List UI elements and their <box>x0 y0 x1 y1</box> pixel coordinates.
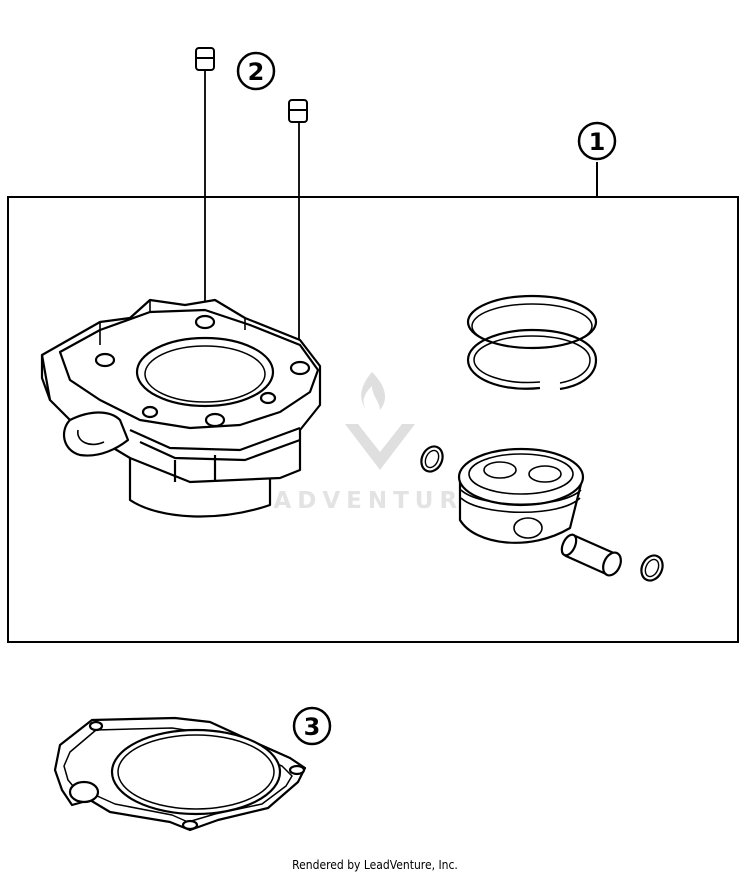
piston-ring-upper[interactable] <box>466 294 598 350</box>
callout-3-number: 3 <box>304 713 321 741</box>
piston-ring-lower[interactable] <box>466 328 598 391</box>
dowel-pin-left[interactable] <box>195 47 215 312</box>
piston-pin-clip-left[interactable] <box>417 443 446 475</box>
dowel-pin-right[interactable] <box>288 99 308 360</box>
watermark-text: LEADVENTURE <box>231 488 485 514</box>
kit-box-frame <box>7 196 739 643</box>
base-gasket[interactable] <box>53 716 307 832</box>
cylinder[interactable] <box>40 298 322 518</box>
callout-1[interactable]: 1 <box>577 121 617 161</box>
callout-1-number: 1 <box>589 128 606 156</box>
callout-2-number: 2 <box>248 58 265 86</box>
watermark-flame-logo-icon <box>345 372 415 470</box>
callout-3[interactable]: 3 <box>292 706 332 746</box>
footer-credit: Rendered by LeadVenture, Inc. <box>292 858 458 872</box>
piston-pin-clip-right[interactable] <box>637 552 666 584</box>
piston[interactable] <box>457 447 585 544</box>
watermark: LEADVENTURE <box>231 372 485 514</box>
callout-2[interactable]: 2 <box>236 51 276 91</box>
piston-pin[interactable] <box>559 532 624 578</box>
